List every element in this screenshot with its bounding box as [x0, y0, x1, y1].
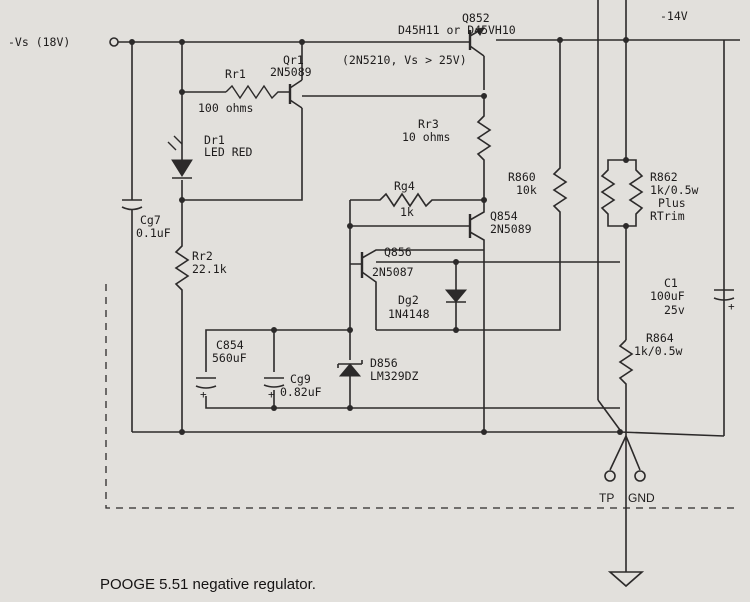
r862-value: 1k/0.5w [650, 183, 699, 197]
rg4-value: 1k [400, 205, 414, 219]
junction-dots [129, 37, 629, 435]
polarity-marks: + + + [200, 300, 735, 401]
rr3-ref: Rr3 [418, 117, 439, 131]
q856-ref: Q856 [384, 245, 412, 259]
c1-voltage: 25v [664, 303, 685, 317]
dg2-diode [444, 262, 468, 330]
gnd-label: GND [628, 491, 655, 505]
cg9-value: 0.82uF [280, 385, 322, 399]
c1-capacitor [713, 289, 735, 301]
d856-zener [337, 360, 363, 408]
supply-terminal [109, 37, 119, 47]
q856-transistor [350, 249, 484, 330]
qr1-note: (2N5210, Vs > 25V) [342, 53, 467, 67]
q854-part: 2N5089 [490, 222, 532, 236]
q852-ref: Q852 [462, 11, 490, 25]
r860-resistor [376, 40, 568, 331]
gnd-terminal [634, 470, 646, 482]
r862-resistor-pair [600, 159, 644, 340]
rr3-resistor [476, 96, 492, 200]
r864-value: 1k/0.5w [634, 344, 683, 358]
rr2-value: 22.1k [192, 262, 227, 276]
supply-label: -Vs (18V) [8, 35, 71, 49]
cg9-ref: Cg9 [290, 372, 311, 386]
r864-ref: R864 [646, 331, 674, 345]
q852-transistor [466, 27, 485, 90]
c854-cg9-wire [205, 329, 620, 409]
rg4-ref: Rg4 [394, 179, 415, 193]
qr1-part: 2N5089 [270, 65, 312, 79]
c1-ref: C1 [664, 276, 678, 290]
cg9-capacitor [263, 377, 285, 388]
top-rail-wire [118, 39, 740, 436]
q852-part: D45H11 or D45VH10 [398, 23, 516, 37]
output-wires [597, 0, 627, 400]
q854-transistor [350, 200, 485, 432]
rr2-ref: Rr2 [192, 249, 213, 263]
r862-ref: R862 [650, 170, 678, 184]
svg-text:+: + [268, 388, 275, 401]
cg7-ref: Cg7 [140, 213, 161, 227]
bottom-rail-wire [132, 431, 725, 437]
tp-label: TP [599, 491, 615, 505]
d856-ref: D856 [370, 356, 398, 370]
output-voltage-label: -14V [660, 9, 688, 23]
dr1-branch-wire [181, 42, 303, 201]
cg7-value: 0.1uF [136, 226, 171, 240]
rr1-resistor [225, 84, 290, 100]
rr2-resistor [174, 200, 190, 432]
r864-resistor [618, 339, 634, 436]
board-outline [105, 284, 740, 509]
dg2-ref: Dg2 [398, 293, 419, 307]
dg2-part: 1N4148 [388, 307, 430, 321]
qr1-ref: Qr1 [283, 53, 304, 67]
r860-ref: R860 [508, 170, 536, 184]
ground-symbol [607, 571, 645, 588]
rr3-value: 10 ohms [402, 130, 451, 144]
c854-value: 560uF [212, 351, 247, 365]
c854-ref: C854 [216, 338, 244, 352]
dr1-ref: Dr1 [204, 133, 225, 147]
rr1-ref: Rr1 [225, 67, 246, 81]
gnd-drop-wire [597, 399, 641, 572]
svg-text:+: + [728, 300, 735, 313]
q856-part: 2N5087 [372, 265, 414, 279]
dr1-value: LED RED [204, 145, 253, 159]
d856-part: LM329DZ [370, 369, 419, 383]
c854-capacitor [195, 377, 217, 389]
cg7-capacitor [121, 42, 143, 432]
qr1-transistor [288, 42, 484, 109]
figure-caption: POOGE 5.51 negative regulator. [100, 576, 316, 593]
q854-ref: Q854 [490, 209, 518, 223]
r860-value: 10k [516, 183, 537, 197]
c1-value: 100uF [650, 289, 685, 303]
rr1-value: 100 ohms [198, 101, 254, 115]
r862-note2: RTrim [650, 209, 685, 223]
tp-terminal [604, 470, 616, 482]
svg-text:+: + [200, 388, 207, 401]
rg4-resistor [350, 192, 484, 208]
r862-note: Plus [658, 196, 686, 210]
dr1-led [167, 135, 193, 179]
